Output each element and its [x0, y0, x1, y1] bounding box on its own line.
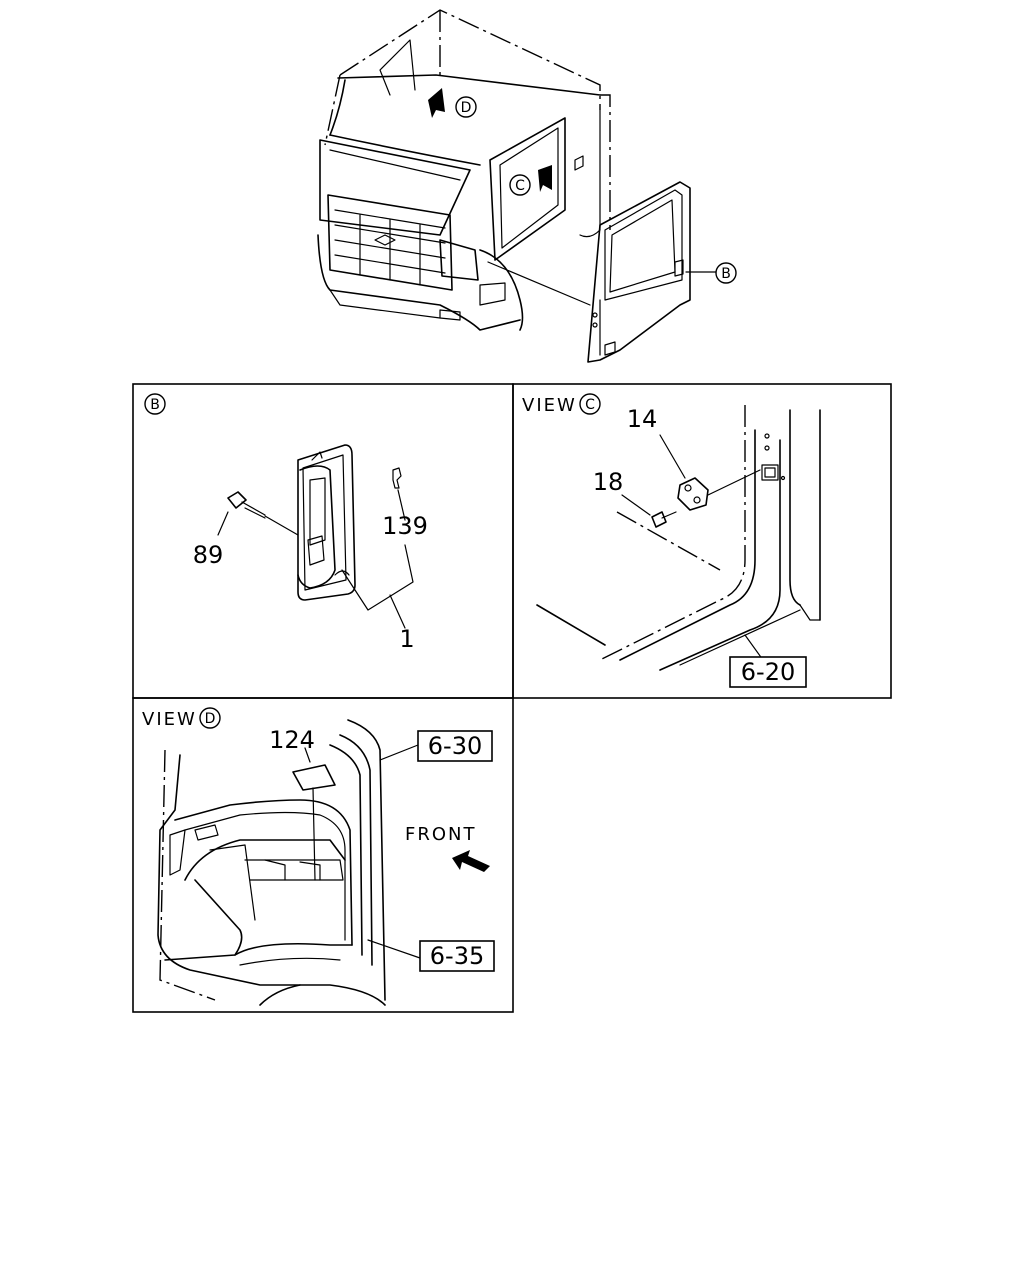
panel-d-title-prefix: VIEW	[142, 709, 197, 730]
panel-d: VIEW D	[142, 707, 495, 1006]
ref-box-6-20: 6-20	[729, 656, 807, 688]
door-pillar-drawing	[536, 405, 821, 671]
ref-box-6-30: 6-30	[417, 730, 493, 762]
ref-box-6-20-text: 6-20	[741, 658, 795, 686]
panel-d-title: VIEW D	[142, 707, 221, 730]
label-18: 18	[593, 468, 624, 496]
panel-c: VIEW C	[522, 393, 821, 688]
front-label: FRONT	[405, 824, 477, 845]
panel-b-title: B	[144, 393, 166, 415]
panel-c-title: VIEW C	[522, 393, 601, 416]
panel-d-title-letter: D	[205, 711, 216, 727]
panel-b: B 89 139 1	[144, 393, 428, 653]
panel-frames	[132, 383, 892, 1013]
door-handle-drawing	[217, 444, 414, 629]
label-14: 14	[627, 405, 658, 433]
callout-d-top: D	[455, 96, 477, 118]
callout-d-letter: D	[461, 100, 472, 116]
callout-c-letter: C	[515, 178, 525, 194]
cab-interior-drawing	[157, 719, 490, 1006]
panel-c-title-prefix: VIEW	[522, 395, 577, 416]
ref-box-6-30-text: 6-30	[428, 732, 482, 760]
label-1: 1	[399, 625, 414, 653]
ref-box-6-35: 6-35	[419, 940, 495, 972]
panel-c-title-letter: C	[585, 397, 595, 413]
ref-box-6-35-text: 6-35	[430, 942, 484, 970]
callout-b-letter: B	[721, 266, 731, 282]
callout-b-top: B	[715, 262, 737, 284]
label-124: 124	[269, 726, 315, 754]
truck-cab-illustration	[317, 9, 717, 363]
label-89: 89	[193, 541, 224, 569]
label-139: 139	[382, 512, 428, 540]
panel-b-title-letter: B	[150, 397, 160, 413]
callout-c-top: C	[509, 174, 531, 196]
